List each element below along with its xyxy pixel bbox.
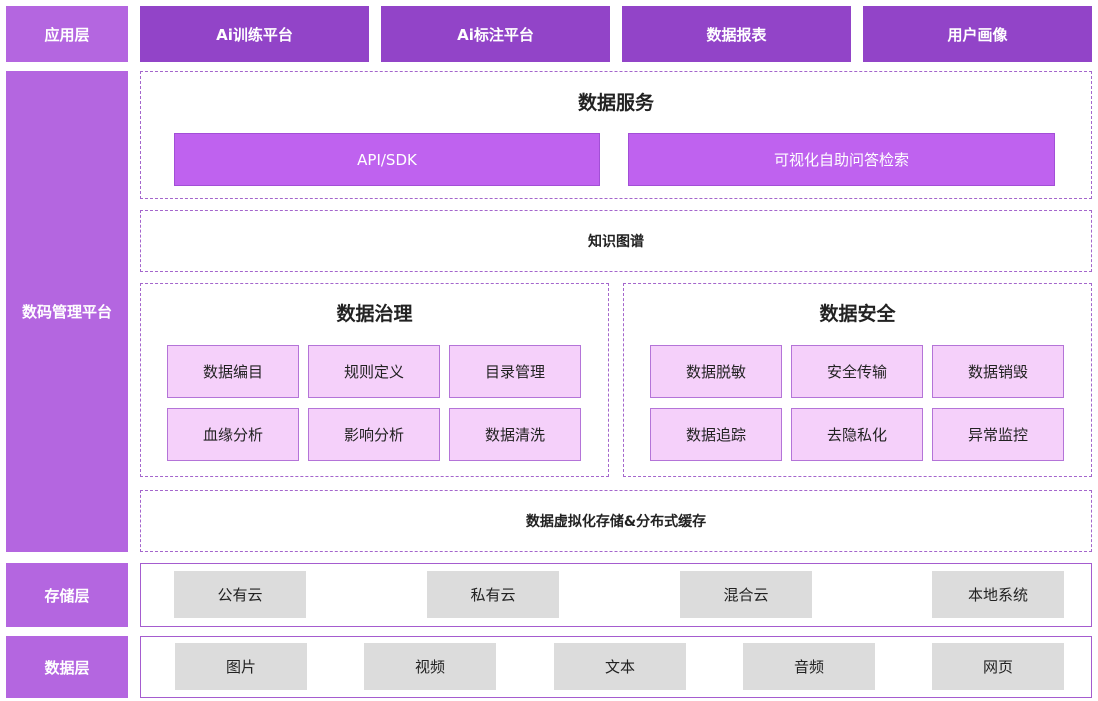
- data-services-title: 数据服务: [577, 91, 654, 114]
- security-item-destruction: 数据销毁: [932, 345, 1064, 398]
- api-sdk-box: API/SDK: [174, 133, 600, 186]
- storage-private-cloud: 私有云: [427, 571, 559, 618]
- security-item-transmission: 安全传输: [791, 345, 923, 398]
- security-item-tracking: 数据追踪: [650, 408, 782, 461]
- data-item-text: 文本: [554, 643, 686, 690]
- storage-local-system: 本地系统: [932, 571, 1064, 618]
- data-layer-label: 数据层: [6, 636, 128, 698]
- storage-layer-label: 存储层: [6, 563, 128, 627]
- governance-item-directory: 目录管理: [449, 345, 581, 398]
- app-user-profile: 用户画像: [863, 6, 1092, 62]
- security-item-deprivatize: 去隐私化: [791, 408, 923, 461]
- knowledge-graph-panel: 知识图谱: [140, 210, 1092, 272]
- data-item-video: 视频: [364, 643, 496, 690]
- governance-item-catalog: 数据编目: [167, 345, 299, 398]
- governance-item-cleansing: 数据清洗: [449, 408, 581, 461]
- governance-item-lineage: 血缘分析: [167, 408, 299, 461]
- data-item-audio: 音频: [743, 643, 875, 690]
- platform-layer-label: 数码管理平台: [6, 71, 128, 552]
- app-ai-annotation: Ai标注平台: [381, 6, 610, 62]
- security-item-anomaly: 异常监控: [932, 408, 1064, 461]
- data-governance-title: 数据治理: [336, 302, 413, 325]
- storage-public-cloud: 公有云: [174, 571, 306, 618]
- data-item-webpage: 网页: [932, 643, 1064, 690]
- security-item-masking: 数据脱敏: [650, 345, 782, 398]
- data-security-title: 数据安全: [819, 302, 896, 325]
- data-item-image: 图片: [175, 643, 307, 690]
- app-ai-training: Ai训练平台: [140, 6, 369, 62]
- visual-qa-search-box: 可视化自助问答检索: [628, 133, 1055, 186]
- governance-item-impact: 影响分析: [308, 408, 440, 461]
- application-layer-label: 应用层: [6, 6, 128, 62]
- virtualization-panel: 数据虚拟化存储&分布式缓存: [140, 490, 1092, 552]
- app-data-report: 数据报表: [622, 6, 851, 62]
- storage-hybrid-cloud: 混合云: [680, 571, 812, 618]
- governance-item-rules: 规则定义: [308, 345, 440, 398]
